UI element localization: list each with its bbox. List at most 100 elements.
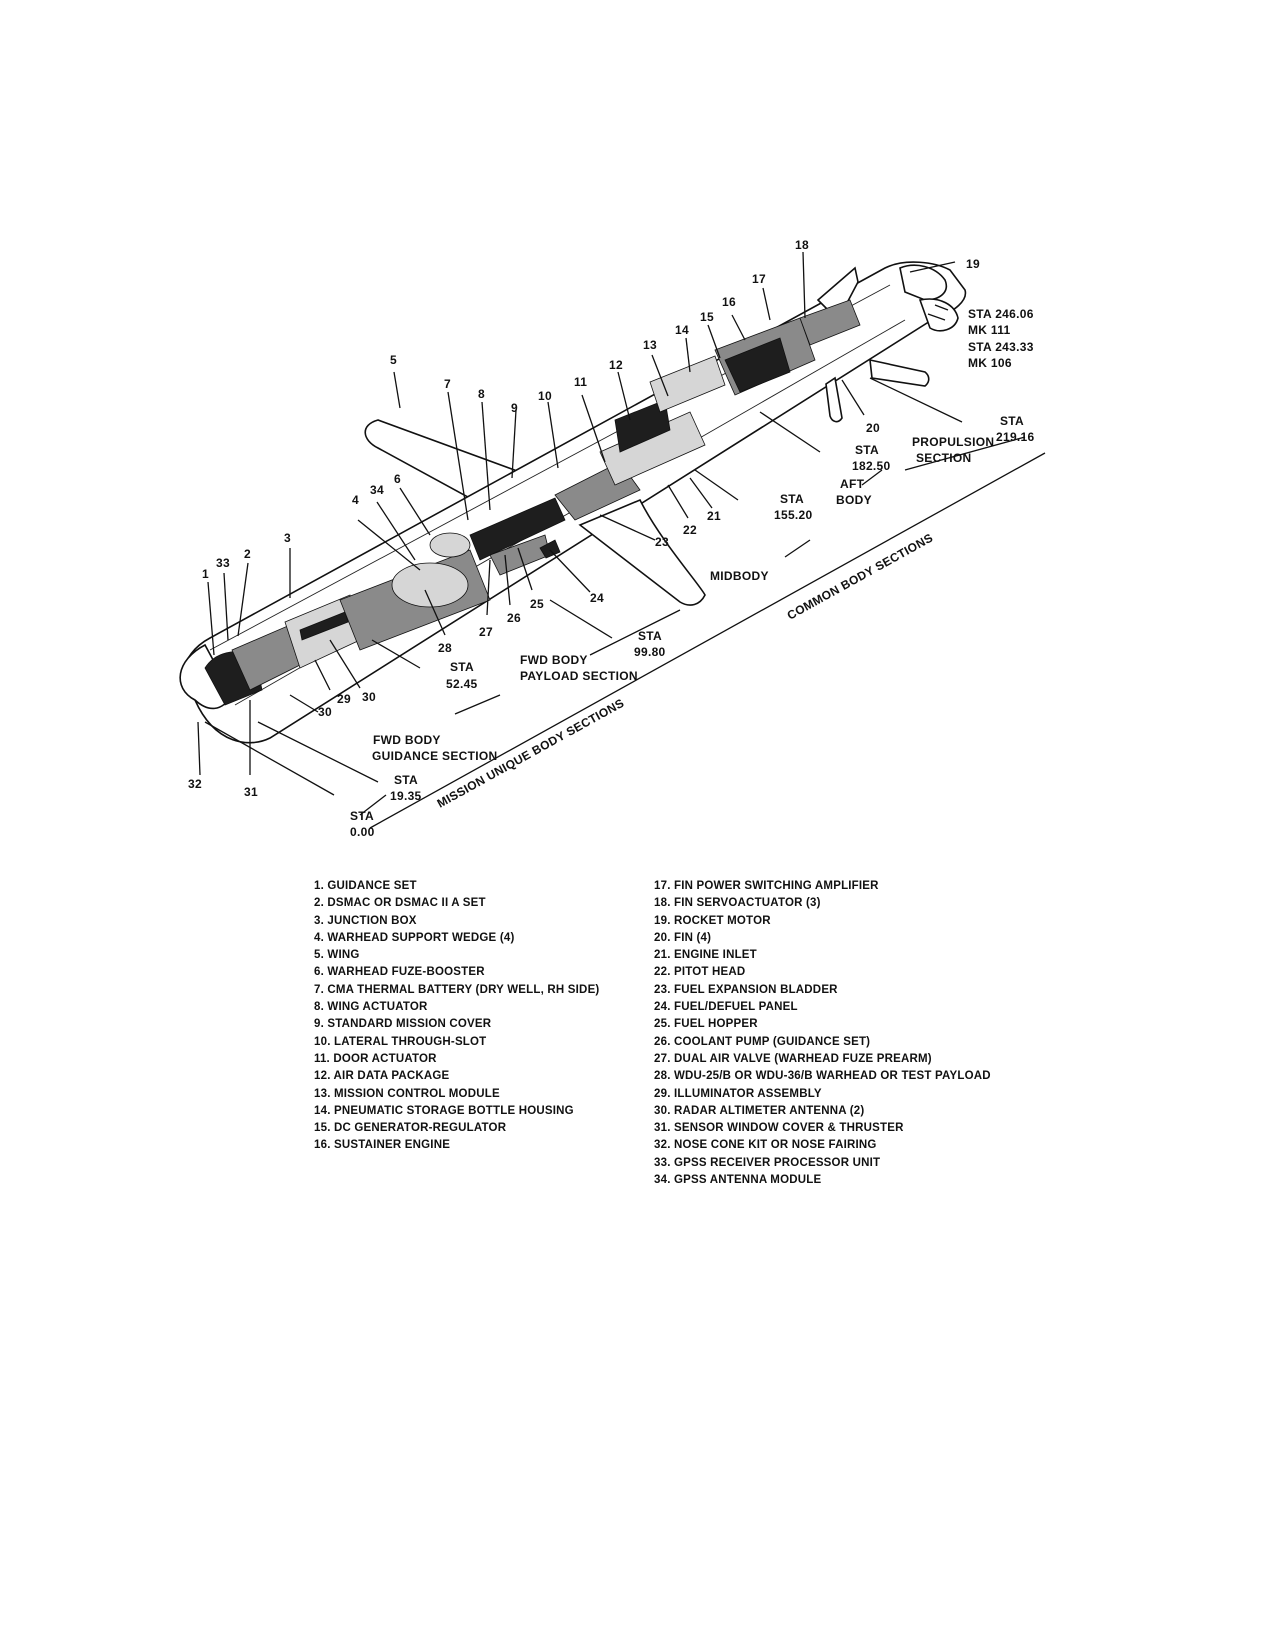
sta-0-value: 0.00 [350,825,375,839]
legend-item: 12. AIR DATA PACKAGE [314,1070,450,1083]
callout-25: 25 [530,597,544,611]
sta-182-label: STA [855,443,879,457]
callout-18: 18 [795,238,809,252]
legend-item: 17. FIN POWER SWITCHING AMPLIFIER [654,880,879,892]
sta-155-label: STA [780,492,804,506]
legend-item: 19. ROCKET MOTOR [654,914,771,927]
callout-17: 17 [752,272,766,286]
sta-99-label: STA [638,629,662,643]
callout-26: 26 [507,611,521,625]
aft-body-line2: BODY [836,493,872,507]
callout-24: 24 [590,591,604,605]
tail-fin-lower [825,376,843,423]
callout-21: 21 [707,509,721,523]
legend-item: 23. FUEL EXPANSION BLADDER [654,983,838,996]
callout-1: 1 [202,567,209,581]
callout-30-b: 30 [318,705,332,719]
legend-item: 3. JUNCTION BOX [314,914,417,927]
legend-item: 13. MISSION CONTROL MODULE [314,1087,500,1100]
internal-equipment [204,299,861,706]
callout-30-a: 30 [362,690,376,704]
legend-item: 21. ENGINE INLET [654,949,757,962]
sta-0-label: STA [350,809,374,823]
callout-13: 13 [643,338,657,352]
callout-3: 3 [284,531,291,545]
callout-10: 10 [538,389,552,403]
legend-item: 28. WDU-25/B OR WDU-36/B WARHEAD OR TEST… [654,1070,991,1083]
callout-14: 14 [675,323,689,337]
callout-31: 31 [244,785,258,799]
callout-2: 2 [244,547,251,561]
legend-item: 18. FIN SERVOACTUATOR (3) [654,897,821,910]
sta-219-value: 219.16 [996,430,1035,444]
callout-33: 33 [216,556,230,570]
sta-155-value: 155.20 [774,508,813,522]
fwd-body-guidance-line2: GUIDANCE SECTION [372,749,497,763]
aft-body-line1: AFT [840,477,865,491]
legend-item: 31. SENSOR WINDOW COVER & THRUSTER [654,1122,904,1135]
callout-9: 9 [511,401,518,415]
propulsion-section-line1: PROPULSION [912,435,994,449]
legend-item: 9. STANDARD MISSION COVER [314,1018,492,1031]
mk106-label: MK 106 [968,356,1012,370]
legend-right-column: 17. FIN POWER SWITCHING AMPLIFIER 18. FIN… [654,878,991,1189]
legend-item: 14. PNEUMATIC STORAGE BOTTLE HOUSING [314,1104,574,1117]
legend-item: 2. DSMAC OR DSMAC II A SET [314,897,486,910]
sta-52-value: 52.45 [446,677,478,691]
fwd-body-payload-line1: FWD BODY [520,653,588,667]
callout-34: 34 [370,483,384,497]
callout-27: 27 [479,625,493,639]
legend-item: 10. LATERAL THROUGH-SLOT [314,1035,487,1048]
tail-fin-right [869,358,930,387]
legend-item: 1. GUIDANCE SET [314,880,417,892]
sta-52-label: STA [450,660,474,674]
callout-28: 28 [438,641,452,655]
legend-item: 5. WING [314,949,360,962]
legend-item: 33. GPSS RECEIVER PROCESSOR UNIT [654,1156,881,1169]
callout-22: 22 [683,523,697,537]
callout-15: 15 [700,310,714,324]
sta-243-label: STA 243.33 [968,340,1034,354]
callout-numbers: 5 7 8 9 10 11 12 13 14 15 16 17 18 19 20… [188,238,980,799]
legend-item: 4. WARHEAD SUPPORT WEDGE (4) [314,931,515,944]
legend-item: 8. WING ACTUATOR [314,1001,428,1014]
callout-6: 6 [394,472,401,486]
callout-4: 4 [352,493,359,507]
legend-item: 7. CMA THERMAL BATTERY (DRY WELL, RH SID… [314,983,600,996]
callout-19: 19 [966,257,980,271]
legend-item: 26. COOLANT PUMP (GUIDANCE SET) [654,1035,871,1048]
legend-left-column: 1. GUIDANCE SET 2. DSMAC OR DSMAC II A SE… [314,878,599,1155]
legend-item: 20. FIN (4) [654,931,712,944]
legend-item: 15. DC GENERATOR-REGULATOR [314,1122,507,1135]
sta-19-label: STA [394,773,418,787]
sta-219-label: STA [1000,414,1024,428]
midbody-label: MIDBODY [710,569,769,583]
callout-16: 16 [722,295,736,309]
legend-item: 29. ILLUMINATOR ASSEMBLY [654,1087,822,1100]
common-body-sections: COMMON BODY SECTIONS [785,531,936,623]
sta-99-value: 99.80 [634,645,666,659]
callout-32: 32 [188,777,202,791]
legend-item: 25. FUEL HOPPER [654,1018,758,1031]
missile-body [179,261,967,744]
callout-23: 23 [655,535,669,549]
sta-19-value: 19.35 [390,789,422,803]
mk111-label: MK 111 [968,323,1011,337]
station-labels: STA 246.06 MK 111 STA 243.33 MK 106 STA … [350,307,1035,839]
callout-8: 8 [478,387,485,401]
legend-item: 30. RADAR ALTIMETER ANTENNA (2) [654,1104,865,1117]
rocket-motor-nozzle-2 [918,298,959,332]
lower-wing [578,498,706,606]
callout-7: 7 [444,377,451,391]
legend-item: 11. DOOR ACTUATOR [314,1052,437,1065]
sta-182-value: 182.50 [852,459,891,473]
legend-item: 32. NOSE CONE KIT OR NOSE FAIRING [654,1139,877,1152]
leader-lines [197,251,1046,829]
legend-item: 34. GPSS ANTENNA MODULE [654,1174,822,1187]
legend-item: 22. PITOT HEAD [654,966,746,979]
sta-246-label: STA 246.06 [968,307,1034,321]
callout-20: 20 [866,421,880,435]
callout-12: 12 [609,358,623,372]
callout-5: 5 [390,353,397,367]
